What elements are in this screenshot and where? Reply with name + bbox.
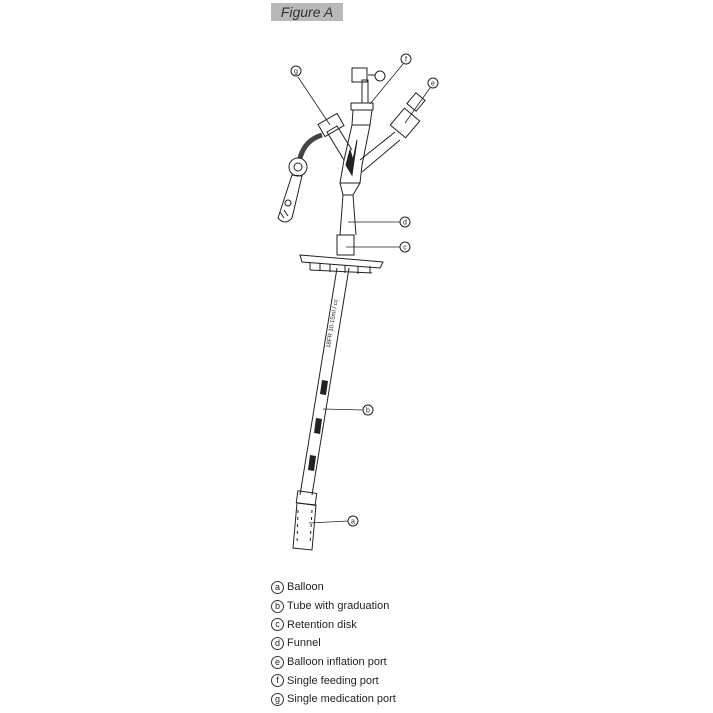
svg-text:g: g — [294, 69, 298, 76]
balloon-inflation-port — [359, 92, 426, 173]
callout-c: c — [399, 241, 411, 253]
callout-e: e — [427, 77, 439, 89]
callout-lines — [297, 63, 431, 524]
svg-text:c: c — [403, 245, 407, 252]
legend-label: Funnel — [287, 637, 321, 650]
legend-label: Retention disk — [287, 618, 357, 631]
callout-a: a — [347, 515, 359, 527]
legend-letter: g — [271, 692, 284, 706]
callout-d: d — [399, 216, 411, 228]
callout-markers: a b c d e f g — [290, 53, 439, 527]
legend-letter: b — [271, 599, 284, 613]
svg-text:e: e — [431, 81, 435, 88]
legend-letter: a — [271, 580, 284, 594]
figure-title: Figure A — [271, 3, 343, 21]
y-connector-body — [339, 102, 374, 184]
callout-b: b — [362, 404, 374, 416]
legend-label: Balloon inflation port — [287, 656, 387, 669]
callout-f: f — [400, 53, 412, 65]
legend-label: Tube with graduation — [287, 600, 390, 613]
legend-letter: d — [271, 636, 284, 650]
svg-text:a: a — [351, 519, 355, 526]
svg-text:d: d — [403, 220, 407, 227]
medication-port — [277, 112, 353, 223]
legend-letter: e — [271, 655, 284, 669]
legend-letter: c — [271, 618, 284, 632]
tube-shaft: 18FR 10-15ml / cc — [299, 267, 350, 496]
callout-g: g — [290, 65, 302, 77]
legend-letter: f — [271, 674, 284, 688]
funnel — [339, 182, 361, 236]
legend-label: Single feeding port — [287, 674, 379, 687]
svg-text:b: b — [366, 408, 370, 415]
legend-label: Balloon — [287, 581, 324, 594]
balloon — [292, 490, 318, 551]
retention-disk — [299, 234, 384, 274]
svg-text:f: f — [405, 57, 407, 64]
legend-label: Single medication port — [287, 693, 396, 706]
feeding-port — [351, 67, 386, 104]
